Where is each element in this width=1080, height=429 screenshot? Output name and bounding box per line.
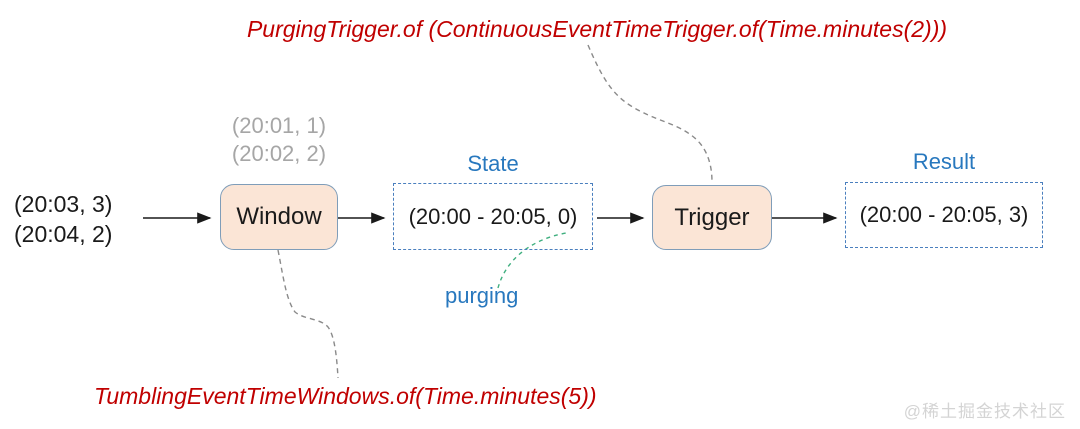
incoming-events: (20:03, 3) (20:04, 2)	[14, 189, 112, 249]
trigger-annotation-connector	[587, 44, 713, 183]
incoming-event-2: (20:04, 2)	[14, 221, 113, 247]
buffered-event-2: (20:02, 2)	[231, 141, 327, 166]
result-value: (20:00 - 20:05, 3)	[859, 202, 1029, 227]
window-node: Window	[220, 184, 338, 250]
buffered-event-1: (20:01, 1)	[231, 113, 327, 138]
tumbling-window-code: TumblingEventTimeWindows.of(Time.minutes…	[94, 383, 597, 409]
purging-label: purging	[445, 283, 519, 308]
incoming-event-1: (20:03, 3)	[14, 191, 113, 217]
buffered-events: (20:01, 1) (20:02, 2)	[220, 112, 338, 168]
state-value: (20:00 - 20:05, 0)	[408, 203, 578, 229]
state-label: State	[467, 151, 519, 176]
state-box: (20:00 - 20:05, 0)	[393, 183, 593, 250]
window-annotation-connector	[277, 249, 339, 379]
result-box: (20:00 - 20:05, 3)	[845, 182, 1043, 248]
purging-trigger-code: PurgingTrigger.of (ContinuousEventTimeTr…	[246, 16, 948, 42]
trigger-node: Trigger	[652, 185, 772, 250]
watermark: @稀土掘金技术社区	[903, 402, 1066, 421]
result-label: Result	[912, 149, 976, 174]
